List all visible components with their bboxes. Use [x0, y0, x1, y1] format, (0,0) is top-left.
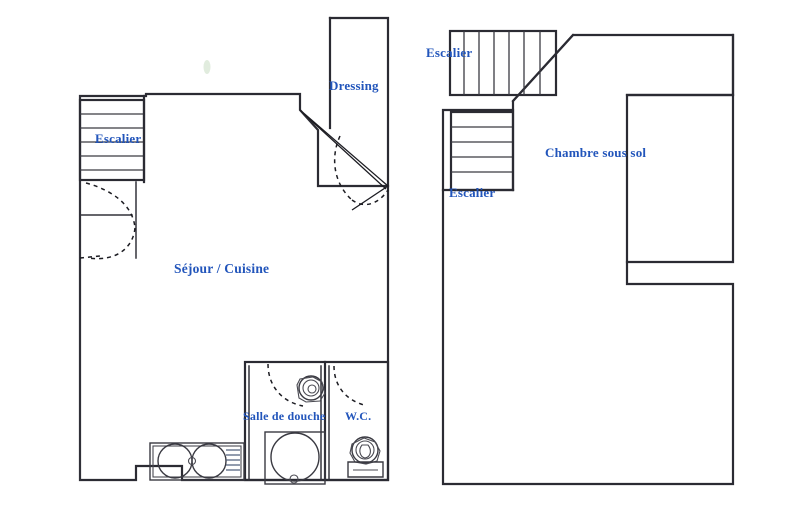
escalier-droite-bas	[441, 108, 515, 192]
room-label-dressing: Dressing	[329, 78, 379, 93]
room-label-chambre-sous-sol: Chambre sous sol	[545, 145, 647, 160]
room-label-salle-de-douche: Salle de douche	[243, 409, 326, 423]
lavabo	[296, 375, 326, 403]
porte-wc	[333, 365, 365, 406]
porte-sejour	[79, 181, 137, 260]
room-label-sejour: Séjour / Cuisine	[174, 261, 270, 276]
escalier-haut-droite	[448, 29, 558, 97]
sejour-outline	[78, 92, 390, 482]
chambre-outline	[441, 33, 735, 486]
scan-artifact	[203, 60, 211, 74]
bac-douche	[264, 431, 326, 485]
cuvette-wc	[347, 436, 384, 478]
stair-label-escalier-gauche: Escalier	[95, 131, 142, 146]
stair-label-escalier-haut-droite: Escalier	[426, 45, 473, 60]
porte-douche	[267, 363, 304, 407]
escalier-gauche	[78, 94, 146, 184]
room-label-wc: W.C.	[345, 409, 372, 423]
dressing-outline	[299, 16, 390, 211]
evier-cuisine	[149, 442, 245, 481]
stair-label-escalier-droite-bas: Escalier	[449, 185, 496, 200]
bloc-sanitaire	[243, 360, 390, 485]
